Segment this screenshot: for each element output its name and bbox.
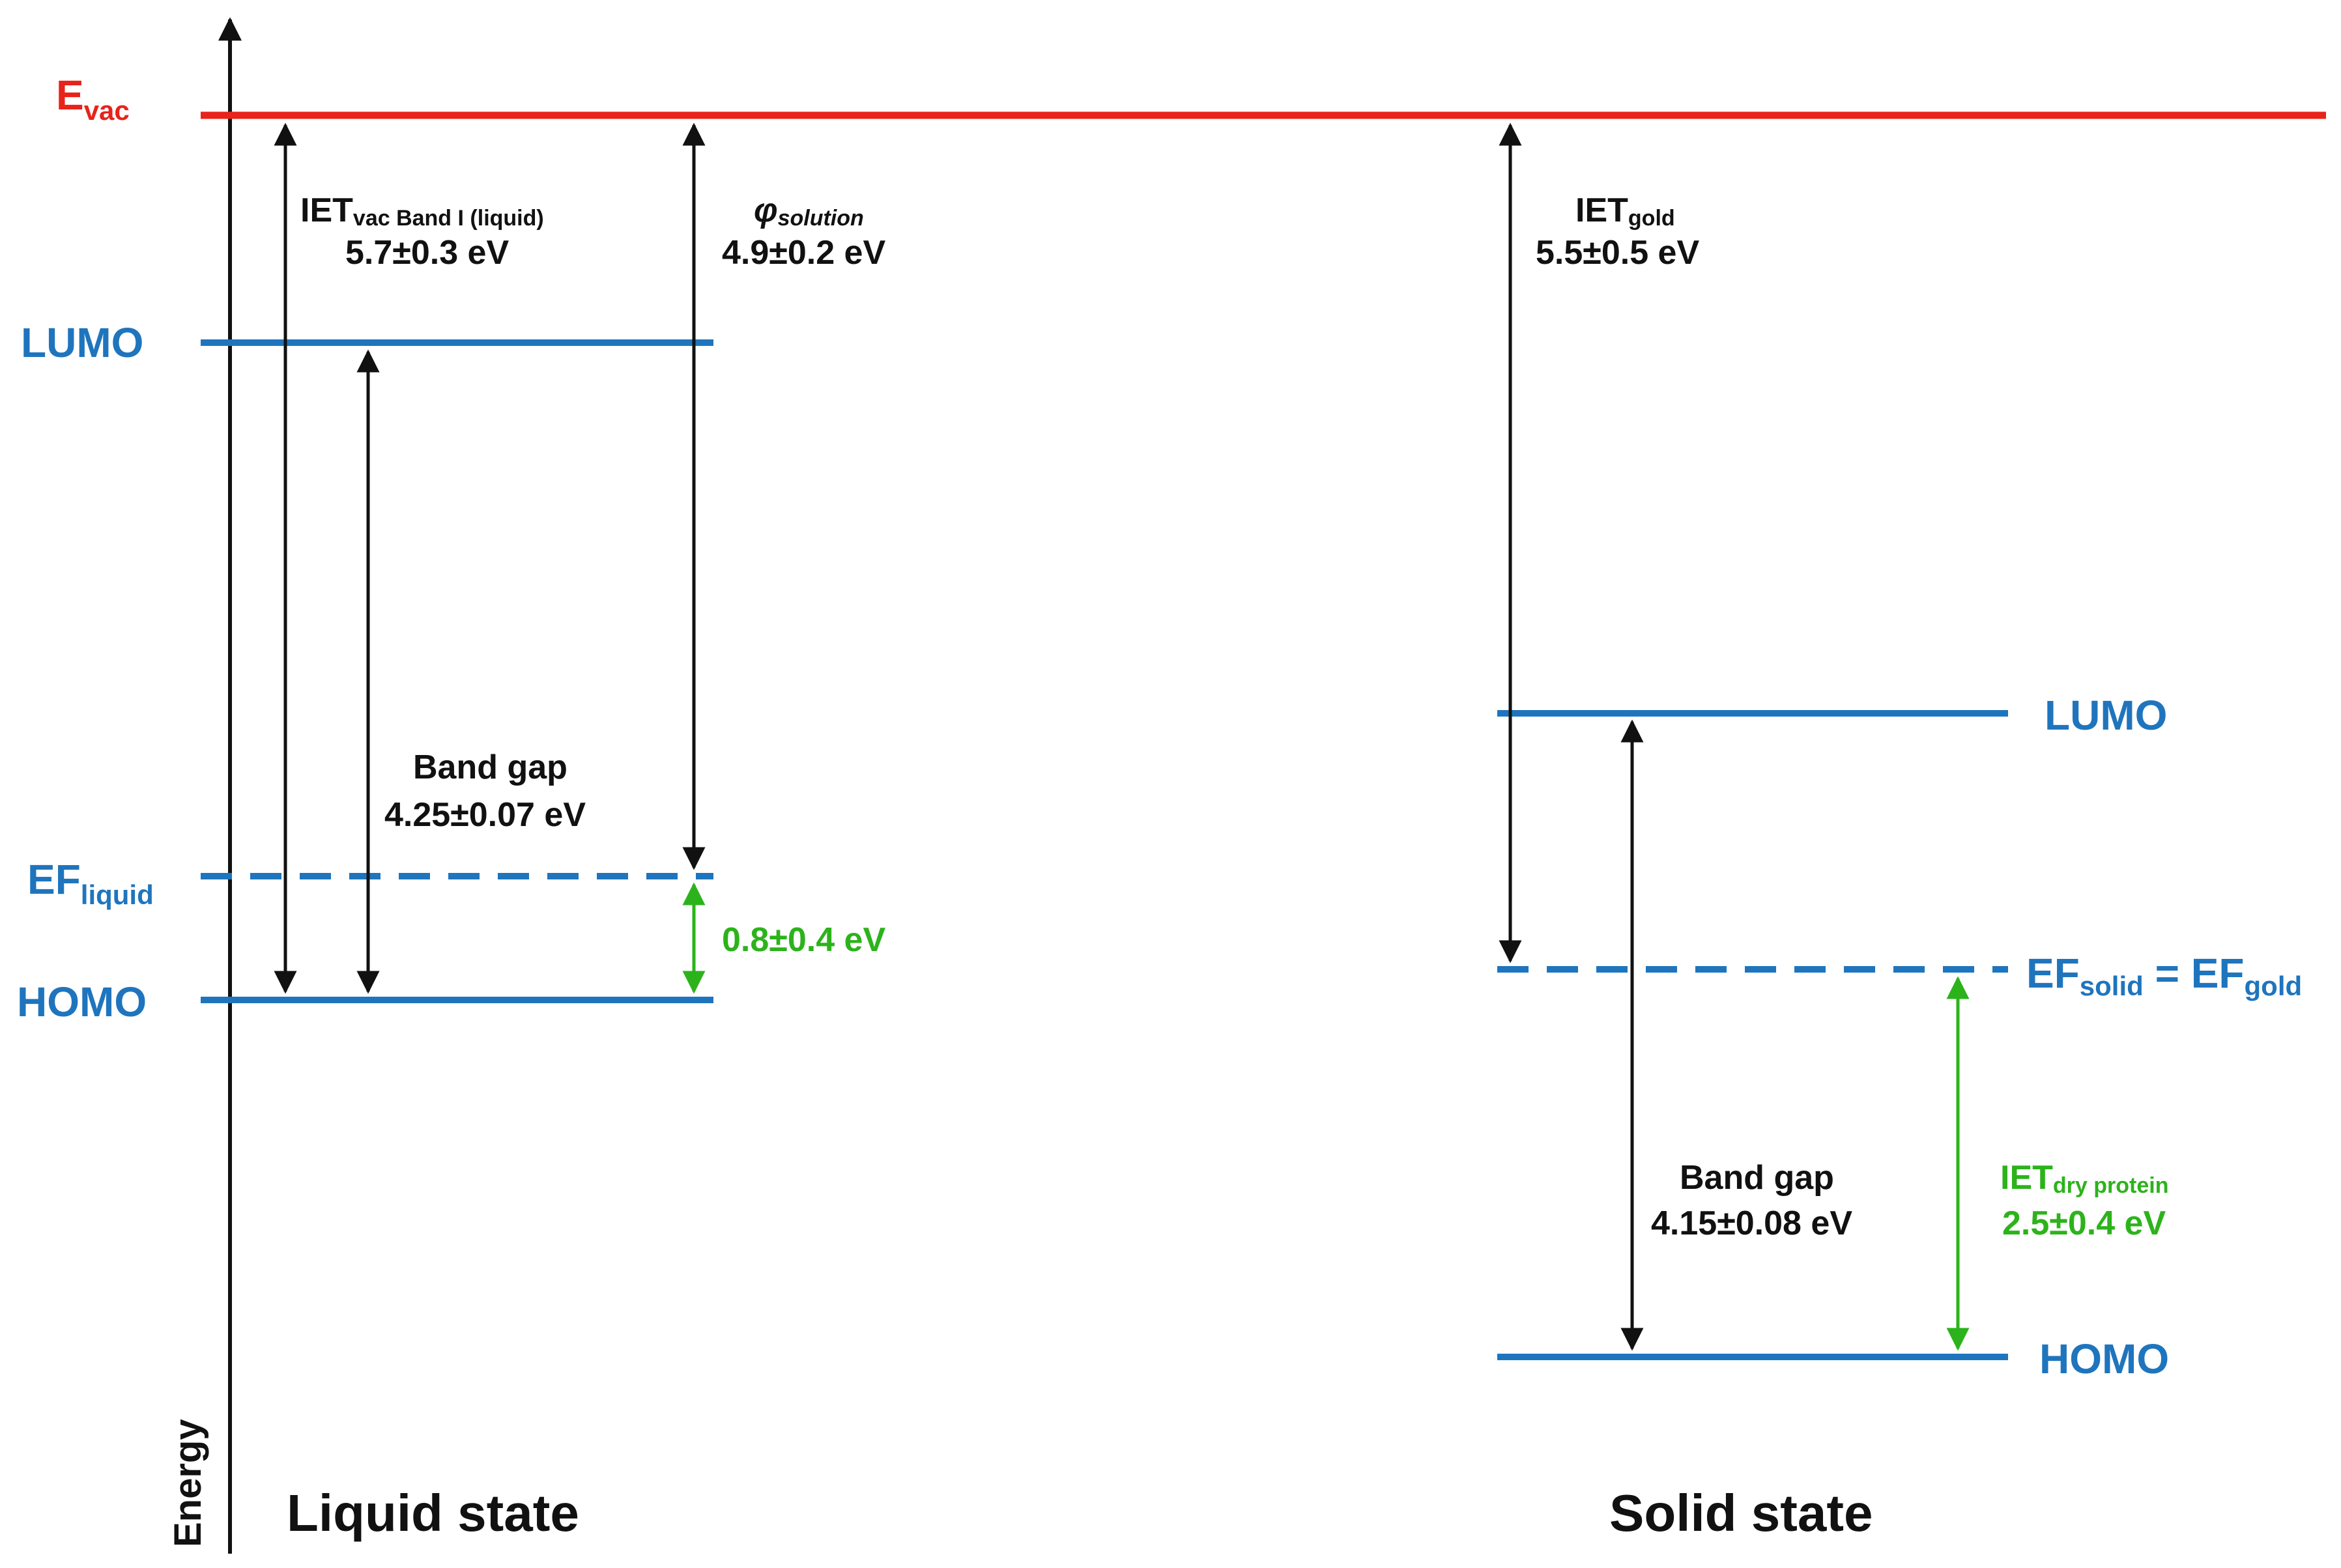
liquid-fermi-level-label: EFliquid [27,856,154,910]
liquid-homo-label: HOMO [17,978,147,1025]
liquid-offset-value: 0.8±0.4 eV [722,921,885,959]
solid-iet-dry-value: 2.5±0.4 eV [2002,1205,2166,1242]
solid-fermi-level-label: EFsolid = EFgold [2026,950,2302,1001]
solid-iet-gold-label: IETgold [1575,192,1675,231]
solid-homo-label: HOMO [2039,1335,2169,1382]
vacuum-level-label: Evac [56,72,130,126]
liquid-iet-vac-label: IETvac Band I (liquid) [300,192,544,231]
solid-state-title: Solid state [1609,1484,1873,1542]
solid-band-gap-label: Band gap [1680,1159,1834,1197]
liquid-work-function-label: φsolution [754,192,864,231]
solid-band-gap-value: 4.15±0.08 eV [1651,1205,1852,1242]
liquid-band-gap-label: Band gap [413,748,567,786]
liquid-lumo-label: LUMO [21,319,143,366]
solid-iet-gold-value: 5.5±0.5 eV [1536,234,1699,272]
solid-lumo-label: LUMO [2045,692,2167,739]
liquid-band-gap-value: 4.25±0.07 eV [384,796,586,834]
liquid-iet-vac-value: 5.7±0.3 eV [345,234,509,272]
liquid-work-function-value: 4.9±0.2 eV [722,234,885,272]
liquid-state-title: Liquid state [287,1484,579,1542]
solid-iet-dry-label: IETdry protein [2000,1159,2168,1198]
energy-axis-label: Energy [167,1419,209,1547]
